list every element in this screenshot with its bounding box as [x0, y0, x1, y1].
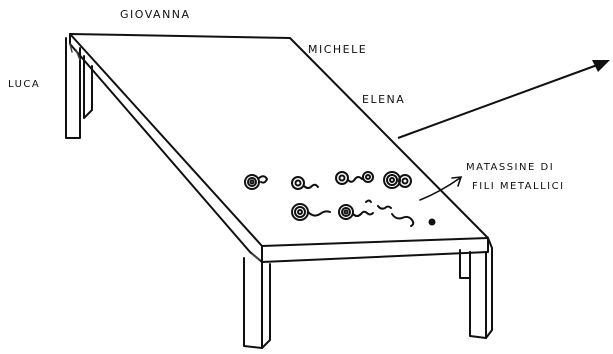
label-giovanna: GIOVANNA — [120, 9, 191, 20]
table-top — [70, 34, 488, 246]
callout-label-line1: MATASSINE DI — [466, 163, 554, 173]
coil — [384, 172, 411, 188]
callout-arrow-icon — [420, 177, 461, 200]
leg-front-left — [244, 258, 270, 348]
coil — [336, 172, 373, 184]
label-luca: LUCA — [8, 80, 40, 90]
callout-label-line2: FILI METALLICI — [472, 182, 565, 192]
arrow-icon — [398, 60, 610, 138]
leg-back-right — [460, 250, 470, 278]
coil — [292, 177, 318, 189]
coil — [245, 175, 267, 189]
table-left-edge — [70, 34, 262, 262]
wire-coils — [245, 172, 435, 226]
coil — [339, 201, 435, 227]
coil — [292, 204, 330, 220]
label-michele: MICHELE — [308, 44, 367, 55]
label-elena: ELENA — [362, 94, 405, 105]
